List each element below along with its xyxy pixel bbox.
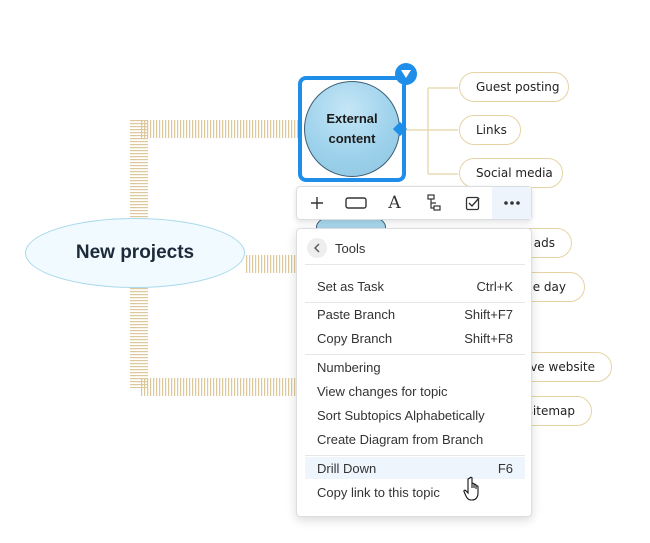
rectangle-shape-icon: [344, 197, 367, 209]
menu-title: Tools: [335, 240, 366, 256]
topic-label-line2: content: [328, 131, 376, 146]
topic-external-content[interactable]: External content: [304, 81, 400, 177]
subtopic-connectors: [404, 87, 458, 175]
text-icon: A: [388, 193, 401, 213]
plus-icon: [310, 197, 323, 209]
branch-middle: [245, 255, 297, 273]
subtopic-guest-posting[interactable]: Guest posting: [459, 72, 569, 102]
menu-item-create-diagram[interactable]: Create Diagram from Branch: [317, 431, 484, 447]
add-topic-button[interactable]: [297, 187, 336, 219]
chevron-left-icon: [314, 243, 320, 253]
topic-label-line1: External: [326, 111, 378, 126]
menu-item-copy-link[interactable]: Copy link to this topic: [317, 484, 440, 500]
menu-header: Tools: [307, 237, 365, 259]
ellipsis-icon: [503, 201, 520, 205]
back-button[interactable]: [307, 238, 327, 258]
topic-menu-dropdown-icon[interactable]: [395, 63, 417, 85]
hand-cursor-icon: [463, 476, 479, 501]
text-format-button[interactable]: A: [375, 187, 414, 219]
menu-divider: [305, 302, 525, 303]
menu-item-paste-branch[interactable]: Paste Branch Shift+F7: [317, 306, 513, 322]
menu-item-sort-subtopics[interactable]: Sort Subtopics Alphabetically: [317, 407, 485, 423]
branch-upper: [130, 120, 300, 230]
menu-divider: [305, 264, 525, 265]
menu-item-view-changes[interactable]: View changes for topic: [317, 383, 448, 399]
task-button[interactable]: [453, 187, 492, 219]
branch-lower: [130, 288, 300, 396]
menu-divider: [305, 455, 525, 456]
layout-button[interactable]: [414, 187, 453, 219]
tools-menu: Tools Set as Task Ctrl+K Paste Branch Sh…: [296, 228, 532, 517]
menu-item-drill-down[interactable]: Drill Down F6: [305, 457, 525, 479]
central-topic[interactable]: New projects: [25, 218, 245, 288]
more-button[interactable]: [492, 187, 531, 219]
menu-item-copy-branch[interactable]: Copy Branch Shift+F8: [317, 330, 513, 346]
topic-toolbar: A: [296, 186, 532, 220]
checkbox-icon: [465, 196, 480, 211]
layout-tree-icon: [426, 194, 441, 211]
menu-divider: [305, 354, 525, 355]
shape-button[interactable]: [336, 187, 375, 219]
subtopic-links[interactable]: Links: [459, 115, 521, 145]
subtopic-social-media[interactable]: Social media: [459, 158, 563, 188]
menu-item-numbering[interactable]: Numbering: [317, 359, 381, 375]
menu-item-set-as-task[interactable]: Set as Task Ctrl+K: [317, 278, 513, 294]
